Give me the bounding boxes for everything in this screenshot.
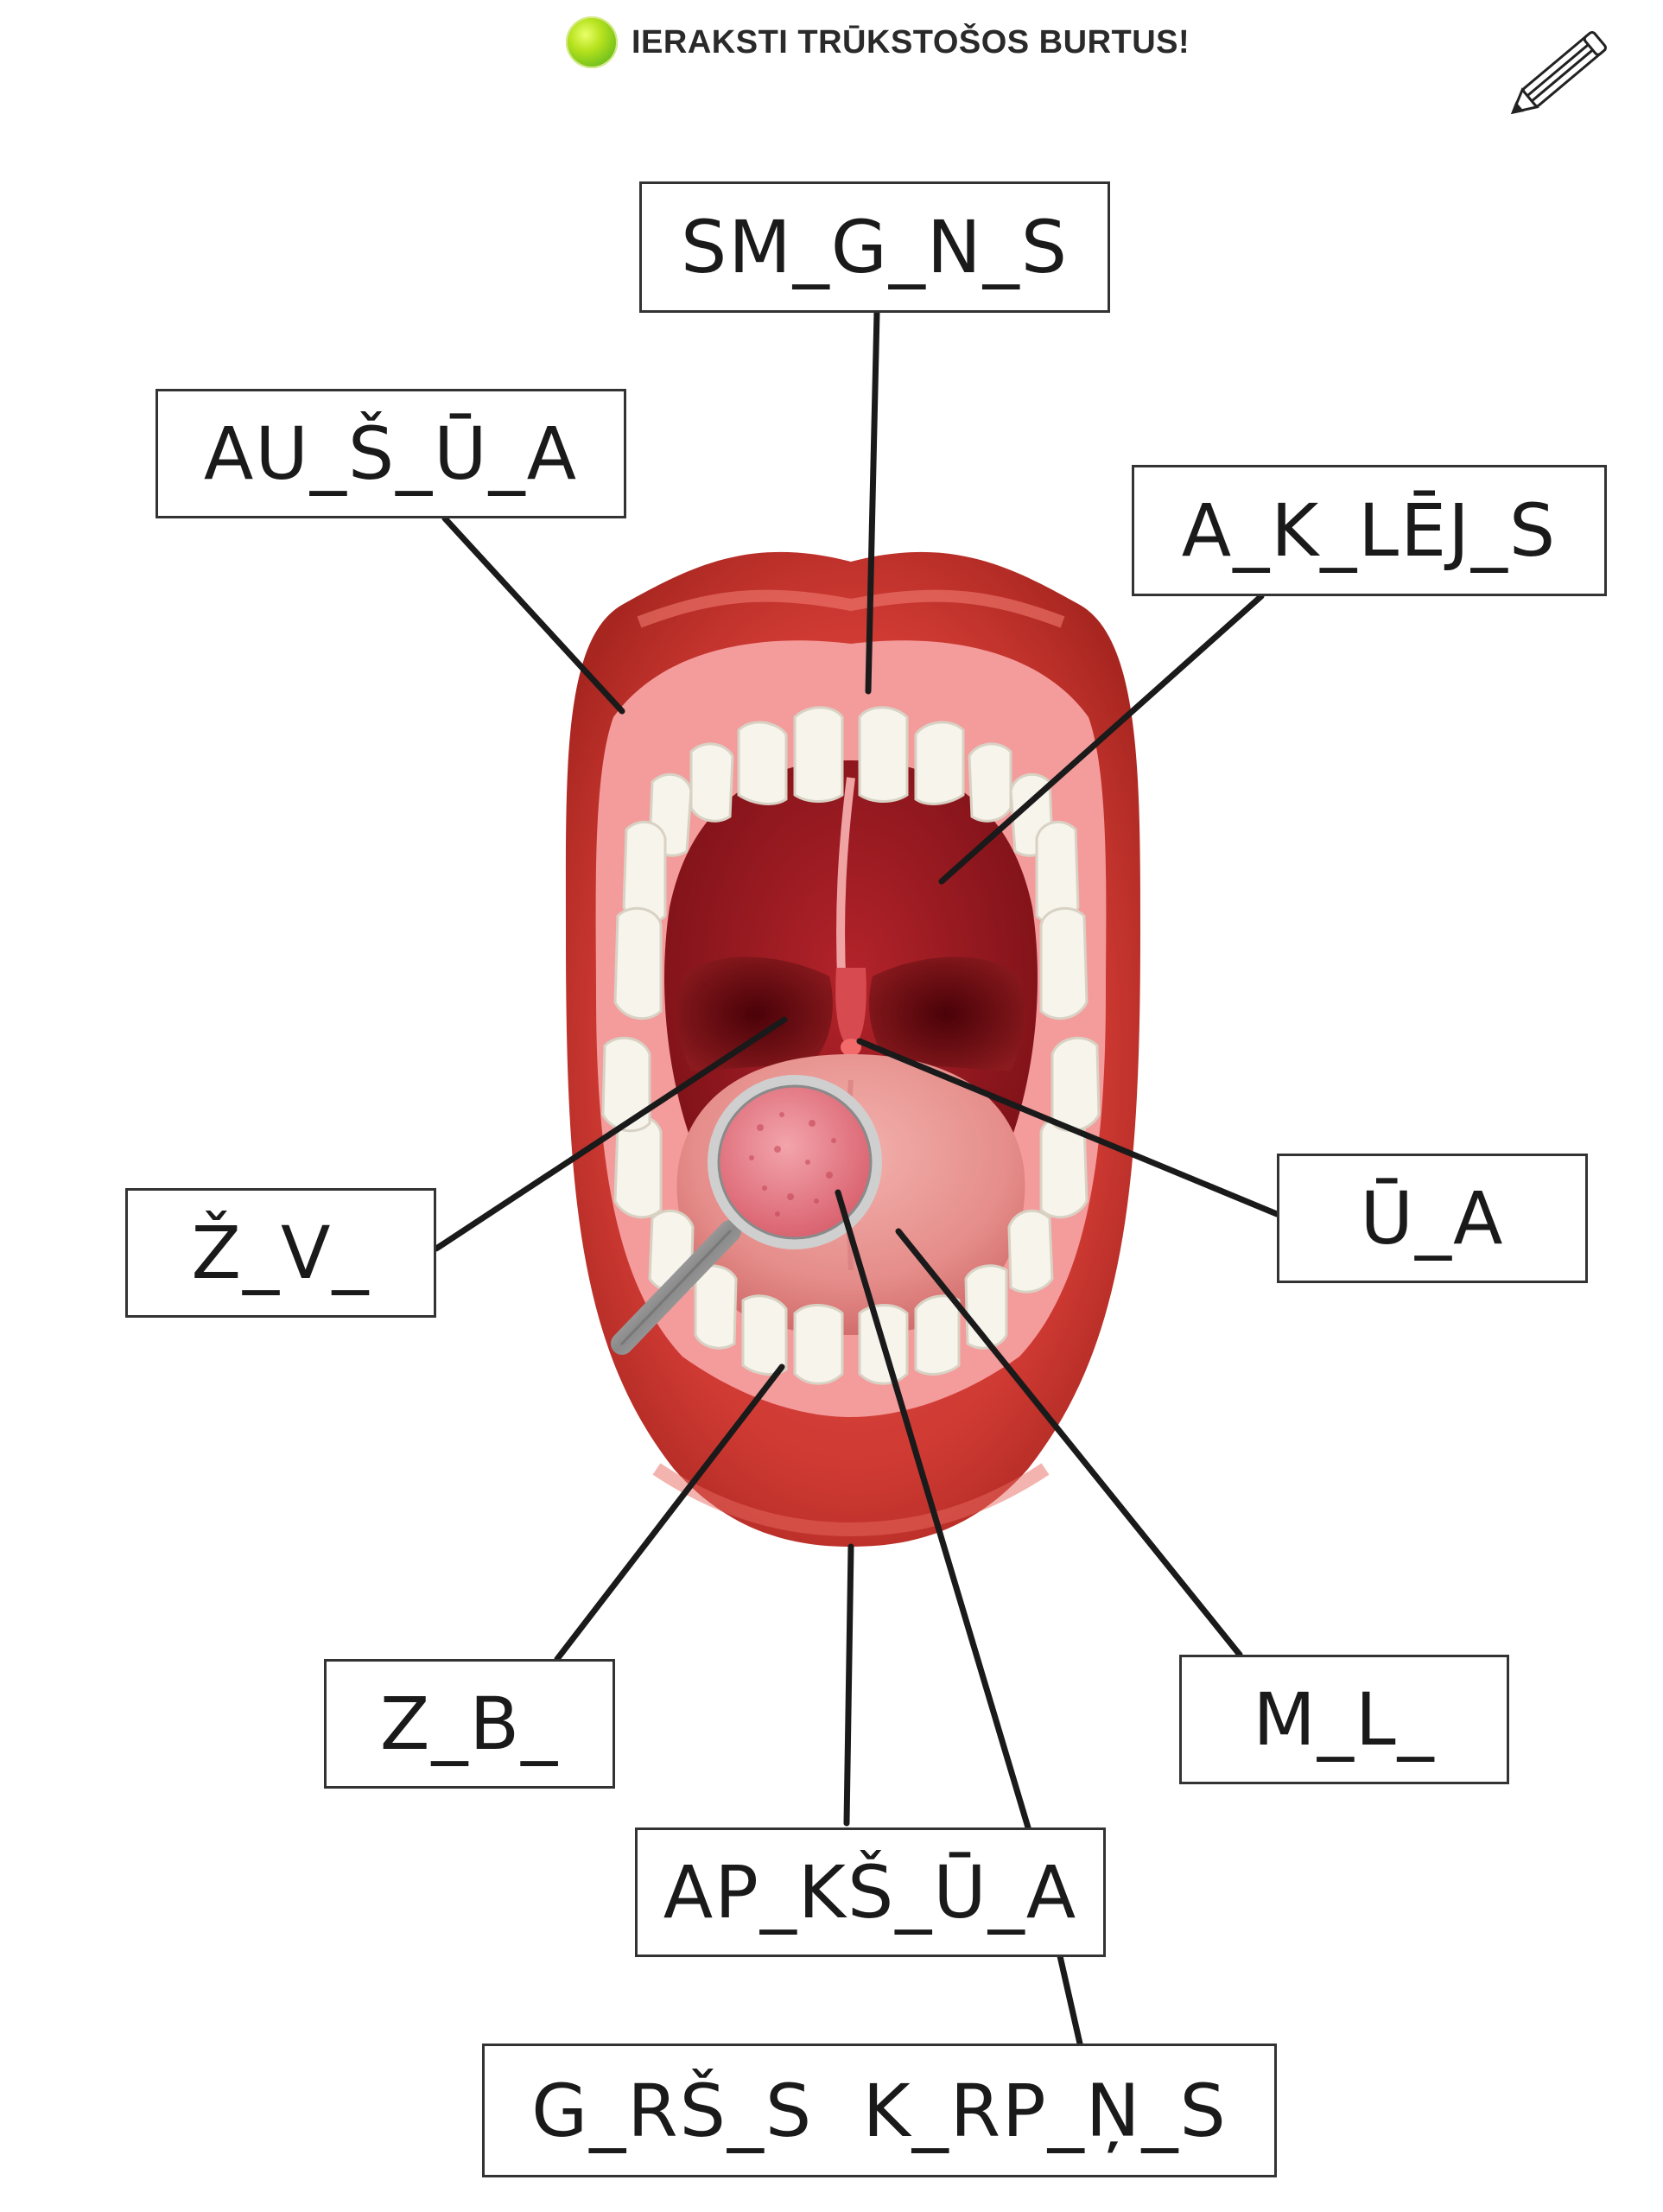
- label-palate-upper[interactable]: SM_G_N_S: [639, 181, 1110, 313]
- label-throat[interactable]: Ž_V_: [125, 1188, 436, 1318]
- label-uvula[interactable]: Ū_A: [1277, 1154, 1588, 1283]
- label-tongue[interactable]: M_L_: [1179, 1655, 1509, 1784]
- label-hard-palate[interactable]: A_K_LĒJ_S: [1132, 465, 1607, 596]
- label-tooth[interactable]: Z_B_: [324, 1659, 615, 1789]
- label-lips[interactable]: AU_Š_Ū_A: [156, 389, 626, 518]
- label-lower-lip[interactable]: AP_KŠ_Ū_A: [635, 1827, 1106, 1957]
- label-taste-buds[interactable]: G_RŠ_S K_RP_Ņ_S: [482, 2044, 1277, 2177]
